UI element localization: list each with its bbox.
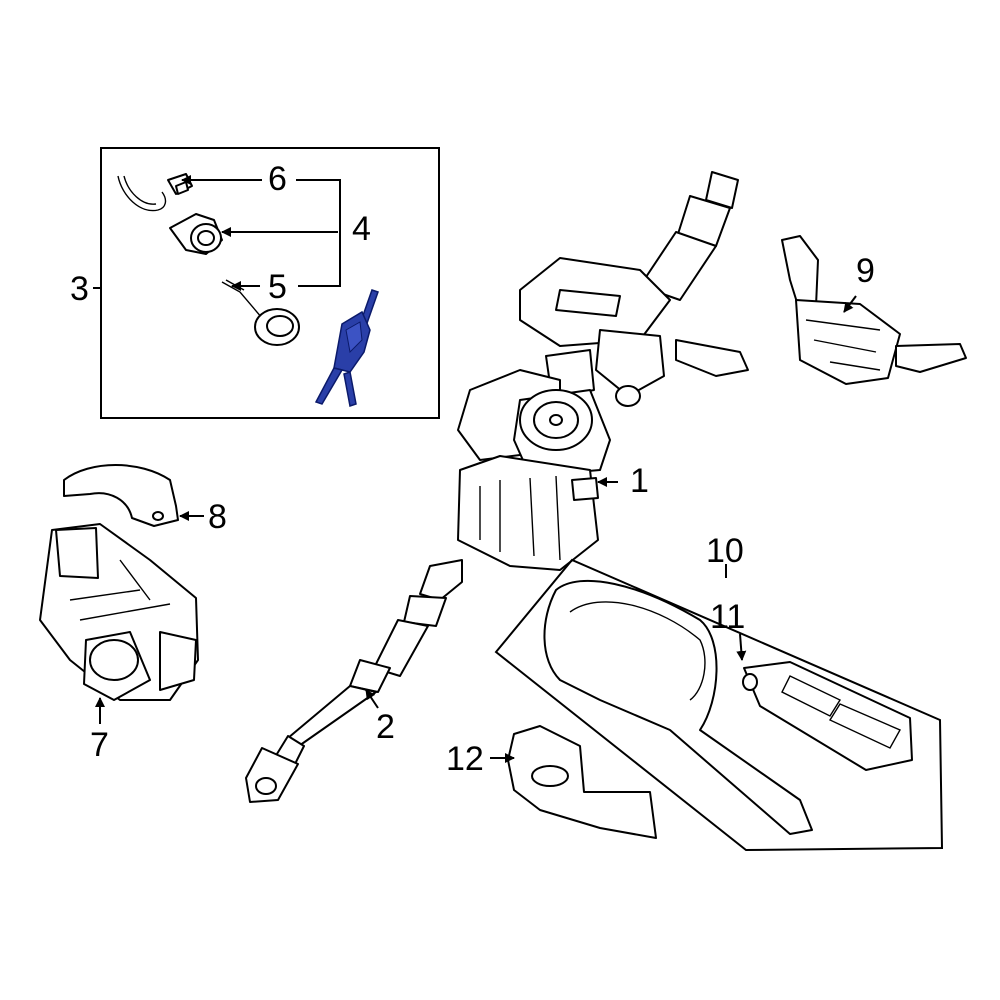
- callout-7: 7: [90, 726, 109, 764]
- part-5-immobilizer-ring: [221, 279, 300, 346]
- part-4-key-cylinder: [169, 213, 223, 255]
- callout-10: 10: [706, 532, 744, 570]
- callout-11: 11: [710, 598, 745, 636]
- part-7-column-bracket: [39, 523, 199, 701]
- callout-6: 6: [268, 160, 287, 198]
- callout-8: 8: [208, 498, 227, 536]
- group-3-inset-box: [100, 147, 440, 419]
- highlighted-key-part: [314, 289, 379, 407]
- part-8-shroud-clip: [63, 464, 179, 527]
- part-9-combination-switch: [781, 235, 967, 385]
- callout-3: 3: [70, 270, 89, 308]
- part-10-cluster-surround: [543, 579, 813, 835]
- part-12-column-cover: [507, 725, 657, 839]
- part-11-switch-panel: [742, 661, 913, 771]
- callout-1: 1: [630, 462, 649, 500]
- callout-2: 2: [376, 708, 395, 746]
- part-1-steering-column: [457, 171, 749, 571]
- part-6-wire-connector: [117, 173, 193, 212]
- callout-5: 5: [268, 268, 287, 306]
- callout-4: 4: [352, 210, 371, 248]
- callout-9: 9: [856, 252, 875, 290]
- group-10-outline: [494, 558, 944, 852]
- callout-12: 12: [446, 740, 484, 778]
- part-2-intermediate-shaft: [245, 559, 463, 803]
